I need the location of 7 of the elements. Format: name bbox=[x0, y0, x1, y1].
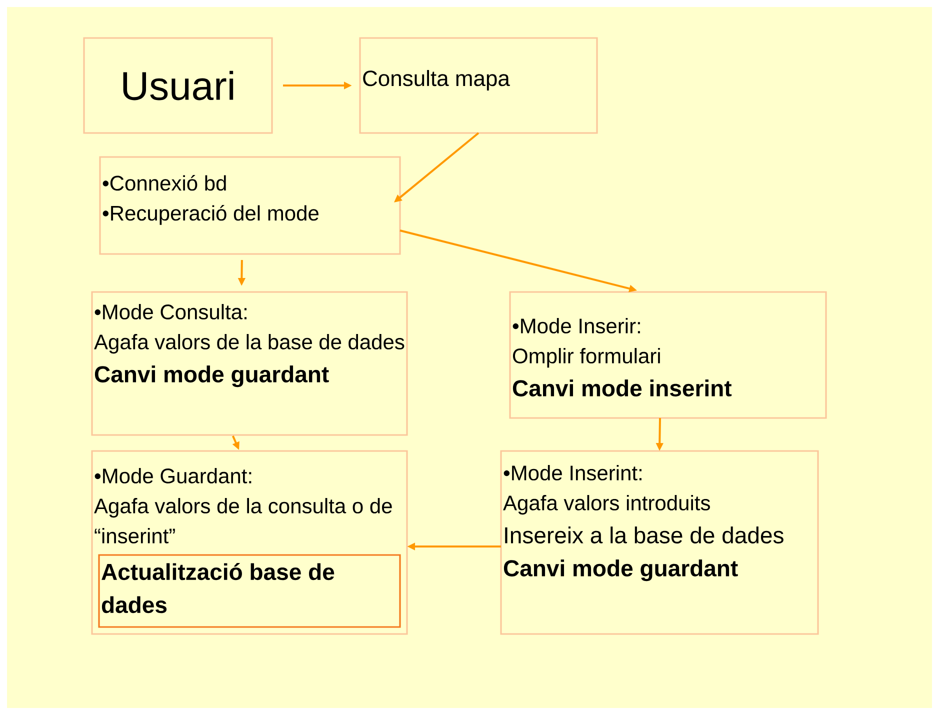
process-box: Consulta mapa bbox=[359, 37, 598, 134]
mode-box: •Mode Consulta: Agafa valors de la base de dades Canvi mode guardant bbox=[91, 291, 408, 436]
actor-box: Usuari bbox=[83, 37, 273, 134]
action-box: Actualització base de dades bbox=[98, 554, 401, 628]
mode-box: •Mode Inserint: Agafa valors introduits Insereix a la base de dades Canvi mode guardant bbox=[500, 450, 819, 635]
process-box: •Connexió bd •Recuperació del mode bbox=[99, 156, 401, 255]
mode-box: •Mode Inserir: Omplir formulari Canvi mode inserint bbox=[509, 291, 827, 419]
